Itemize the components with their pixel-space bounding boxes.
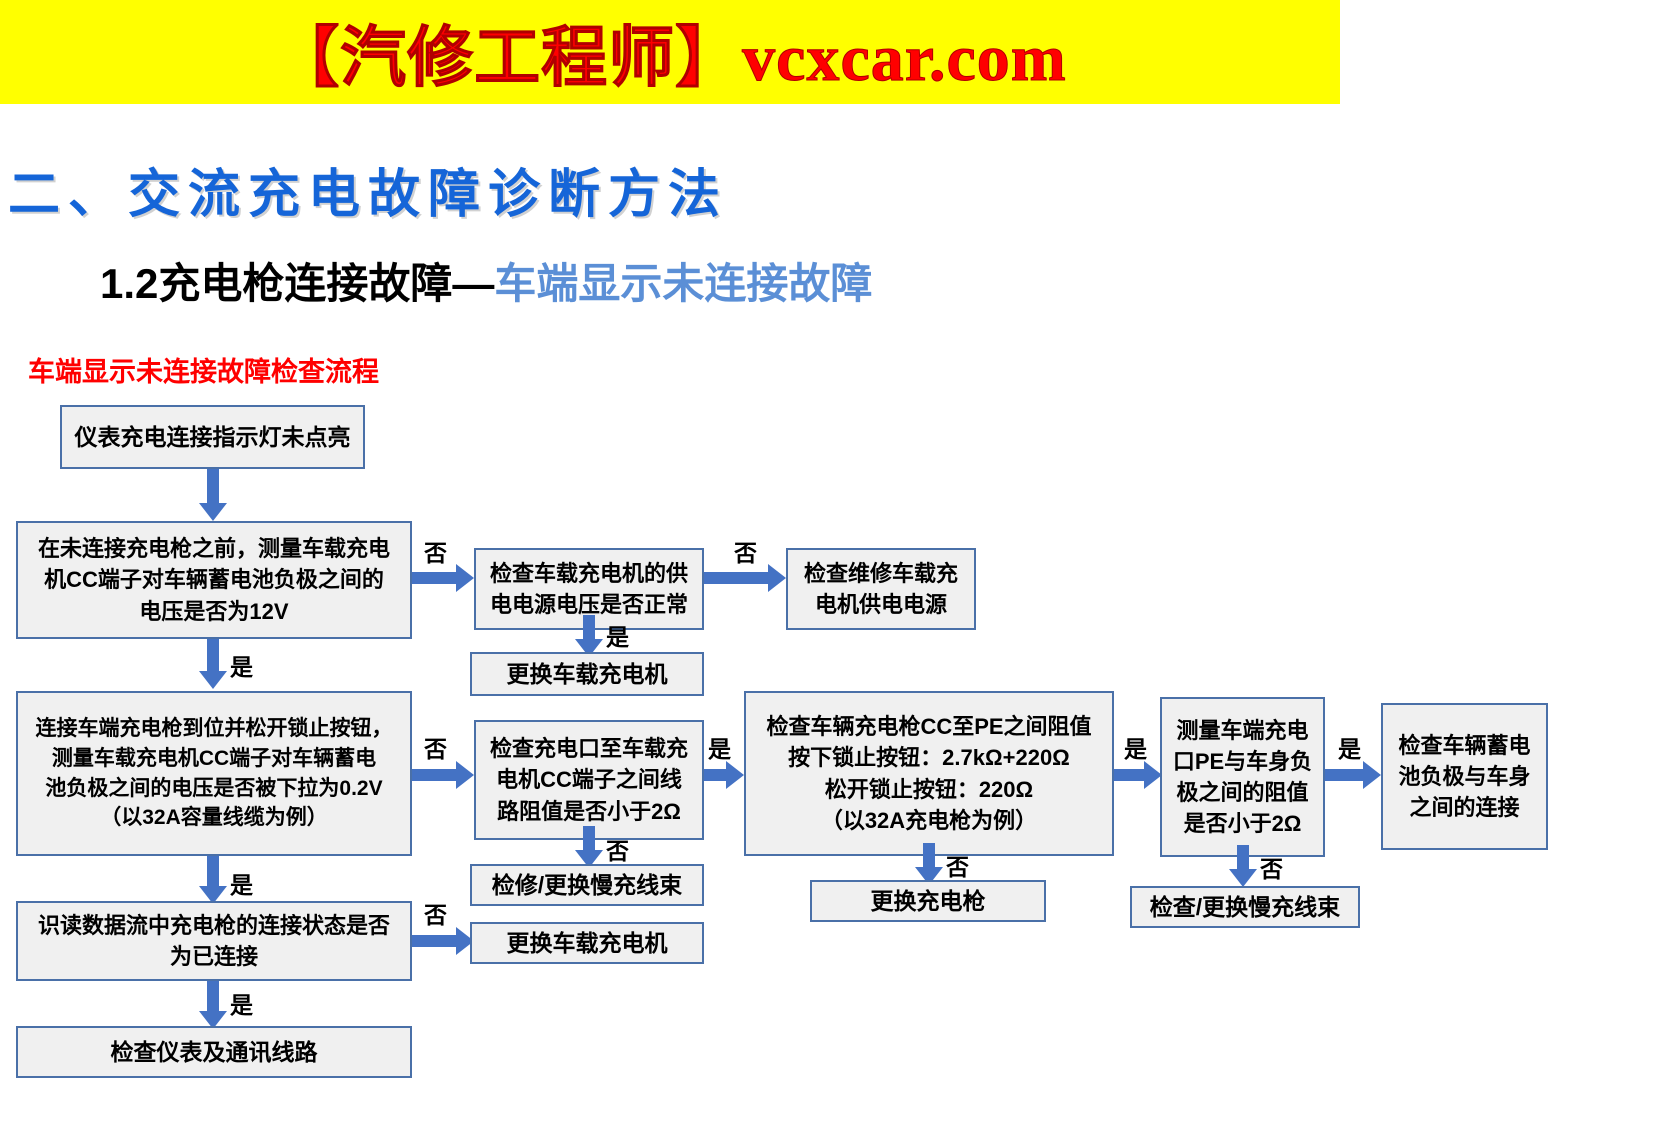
arrow-n11-n13 [1325, 760, 1381, 790]
subsection-heading-black: 1.2充电枪连接故障— [100, 260, 495, 307]
flow-node-instrument-indicator: 仪表充电连接指示灯未点亮 [60, 405, 365, 469]
flow-node-replace-obc-top: 更换车载充电机 [470, 652, 704, 696]
flow-node-replace-charging-gun: 更换充电枪 [810, 880, 1046, 922]
flowchart-title: 车端显示未连接故障检查流程 [28, 357, 379, 387]
arrow-n11-n12 [1228, 845, 1258, 887]
label-no-n2: 否 [424, 540, 447, 566]
label-yes-n7: 是 [708, 736, 731, 762]
arrow-n9-n11 [1114, 760, 1162, 790]
flow-node-check-gun-cc-pe-resistance: 检查车辆充电枪CC至PE之间阻值 按下锁止按钮：2.7kΩ+220Ω 松开锁止按… [744, 691, 1114, 856]
flow-node-check-cluster-and-comm-line: 检查仪表及通讯线路 [16, 1026, 412, 1078]
label-no-n3: 否 [734, 540, 757, 566]
subsection-heading: 1.2充电枪连接故障—车端显示未连接故障 [100, 250, 872, 311]
flow-node-repair-replace-slow-charge-harness: 检修/更换慢充线束 [470, 864, 704, 906]
flow-node-read-datastream-connection-state: 识读数据流中充电枪的连接状态是否 为已连接 [16, 901, 412, 981]
label-yes-n6: 是 [230, 872, 253, 898]
arrow-n2-n3 [412, 563, 474, 593]
arrow-n7-n8 [574, 826, 604, 868]
arrow-n6-n14 [198, 856, 228, 904]
flow-node-connect-gun-measure-02v: 连接车端充电枪到位并松开锁止按钮， 测量车载充电机CC端子对车辆蓄电 池负极之间… [16, 691, 412, 856]
arrow-n7-n9 [704, 760, 744, 790]
label-yes-n9: 是 [1124, 736, 1147, 762]
label-no-n11: 否 [1260, 856, 1283, 882]
flow-node-repair-obc-power-supply: 检查维修车载充 电机供电电源 [786, 548, 976, 630]
flow-node-check-replace-slow-charge-harness: 检查/更换慢充线束 [1130, 886, 1360, 928]
arrow-n2-n6 [198, 639, 228, 691]
arrow-n6-n7 [412, 760, 474, 790]
flow-node-check-port-to-obc-resistance: 检查充电口至车载充 电机CC端子之间线 路阻值是否小于2Ω [474, 720, 704, 840]
label-no-n9: 否 [946, 854, 969, 880]
label-yes-n14: 是 [230, 992, 253, 1018]
label-no-n7: 否 [606, 838, 629, 864]
flow-node-replace-obc-bottom: 更换车载充电机 [470, 922, 704, 964]
label-yes-n11: 是 [1338, 736, 1361, 762]
label-no-n6: 否 [424, 736, 447, 762]
banner-title: 【汽修工程师】vcxcar.com [273, 22, 1067, 96]
label-no-n14: 否 [424, 902, 447, 928]
label-yes-n2: 是 [230, 654, 253, 680]
arrow-n9-n10 [914, 843, 944, 885]
section-heading: 二、交流充电故障诊断方法 [8, 166, 729, 224]
flow-node-measure-pe-to-body-resistance: 测量车端充电 口PE与车身负 极之间的阻值 是否小于2Ω [1160, 697, 1325, 857]
arrow-n1-n2 [198, 469, 228, 521]
flow-node-measure-cc-12v: 在未连接充电枪之前，测量车载充电 机CC端子对车辆蓄电池负极之间的 电压是否为1… [16, 521, 412, 639]
site-banner: 【汽修工程师】vcxcar.com [0, 0, 1340, 104]
flow-node-check-battery-neg-to-body: 检查车辆蓄电 池负极与车身 之间的连接 [1381, 703, 1548, 850]
arrow-n14-n15 [412, 926, 474, 956]
arrow-n3-n5 [574, 615, 604, 657]
arrow-n3-n4 [704, 563, 786, 593]
label-yes-n3: 是 [606, 624, 629, 650]
subsection-heading-blue: 车端显示未连接故障 [494, 260, 873, 307]
arrow-n14-n16 [198, 981, 228, 1029]
